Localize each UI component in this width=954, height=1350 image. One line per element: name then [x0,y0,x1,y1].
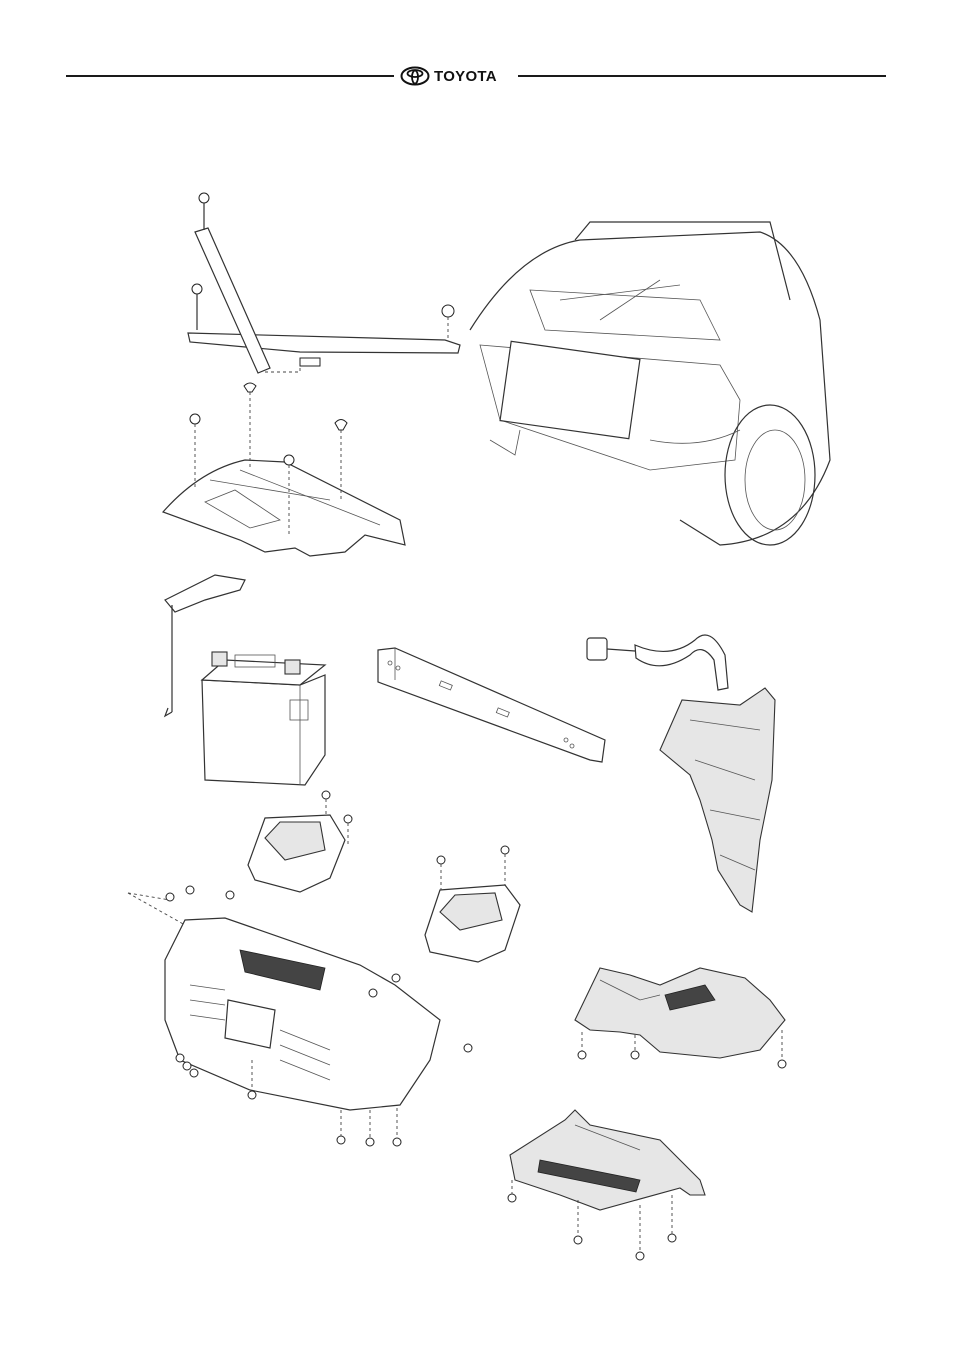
front-bumper-cover [128,886,472,1146]
engine-under-cover-rear [508,1110,705,1260]
strut-tower-brace [188,193,460,373]
front-bumper-reinforcement [378,648,605,762]
fog-lamp-left [248,791,352,892]
fender-liner [660,688,775,912]
battery [202,652,325,785]
hose-with-label-tag [587,635,728,690]
fog-lamp-right [425,846,520,962]
vehicle-front-view [470,222,830,545]
engine-top-cover [163,383,405,556]
engine-under-cover-front [575,968,786,1068]
